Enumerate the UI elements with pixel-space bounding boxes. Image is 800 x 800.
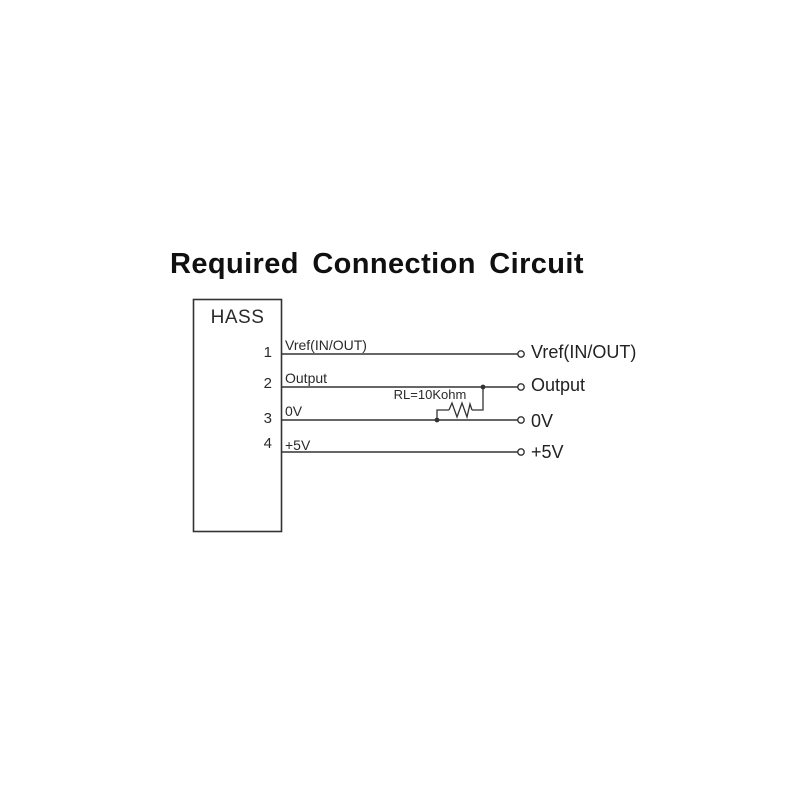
component-box (192, 298, 283, 533)
terminal-pin3 (517, 416, 525, 424)
wire-label-5v: +5V (285, 437, 311, 453)
pin-number-4: 4 (263, 435, 272, 452)
terminal-pin2 (517, 383, 525, 391)
terminal-pin4 (517, 448, 525, 456)
pin-number-1: 1 (263, 344, 272, 361)
resistor-value-label: RL=10Kohm (393, 387, 467, 402)
terminal-label-vref: Vref(IN/OUT) (531, 342, 637, 362)
terminal-label-5v: +5V (531, 442, 564, 462)
junction-dot-output (480, 384, 486, 390)
pin-number-3: 3 (263, 410, 272, 427)
terminal-label-output: Output (531, 375, 586, 395)
resistor-rl (436, 387, 484, 420)
wire-label-0v: 0V (285, 403, 303, 419)
resistor-lead-left (436, 409, 449, 420)
wire-label-output: Output (285, 370, 328, 386)
pin-number-2: 2 (263, 375, 272, 392)
page-title: Required Connection Circuit (170, 248, 584, 280)
junction-dot-0v (434, 417, 440, 423)
resistor-zigzag (448, 401, 473, 420)
resistor-lead-right (472, 387, 484, 411)
wire-label-vref: Vref(IN/OUT) (285, 337, 367, 353)
terminal-pin1 (517, 350, 525, 358)
terminal-label-0v: 0V (531, 411, 554, 431)
component-name-label: HASS (210, 307, 265, 328)
